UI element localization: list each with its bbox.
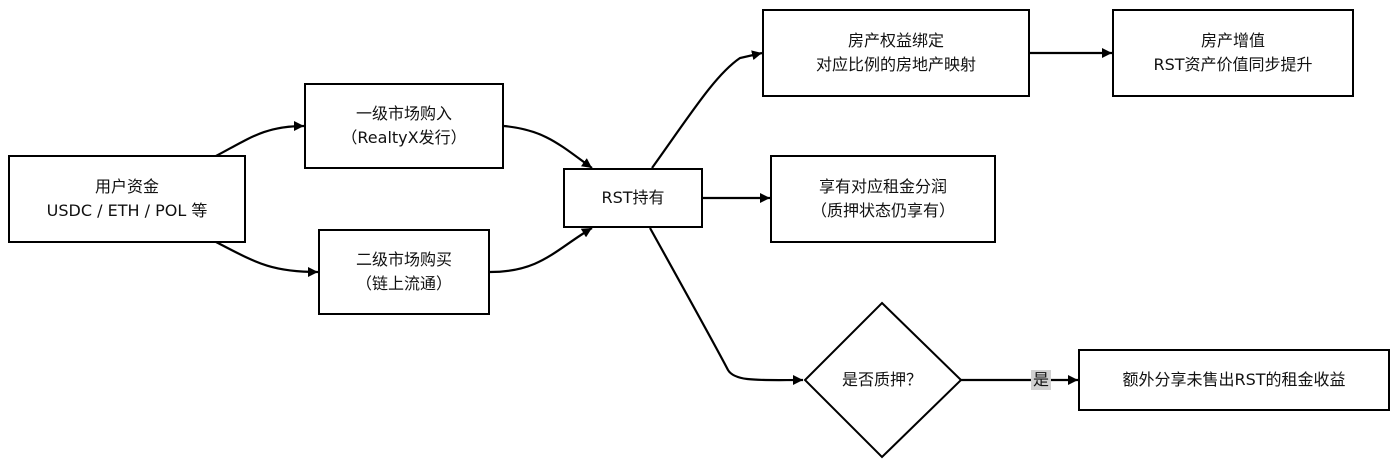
node-property-appreciation-subtitle: RST资产价值同步提升 — [1153, 55, 1313, 74]
node-secondary-market-subtitle: （链上流通） — [355, 274, 452, 293]
node-user-funds-subtitle: USDC / ETH / POL 等 — [46, 201, 208, 220]
edge-funds-to-primary — [215, 121, 305, 157]
edge-primary-to-rst — [503, 124, 593, 169]
node-extra-rent-title: 额外分享未售出RST的租金收益 — [1122, 370, 1346, 389]
edge-rst-to-decision — [649, 227, 804, 386]
edge-funds-to-secondary — [215, 241, 319, 277]
node-user-funds-title: 用户资金 — [94, 177, 159, 196]
node-rst-holding: RST持有 — [563, 168, 703, 228]
node-property-binding: 房产权益绑定 对应比例的房地产映射 — [762, 9, 1030, 97]
node-secondary-market-title: 二级市场购买 — [355, 250, 452, 269]
node-rent-share-subtitle: （质押状态仍享有） — [810, 201, 955, 220]
node-property-appreciation: 房产增值 RST资产价值同步提升 — [1112, 9, 1354, 97]
edge-secondary-to-rst — [489, 227, 593, 274]
node-staked-decision-label: 是否质押？ — [841, 370, 923, 389]
node-primary-market-subtitle: （RealtyX发行） — [341, 128, 467, 147]
node-user-funds: 用户资金 USDC / ETH / POL 等 — [8, 155, 246, 243]
node-extra-rent: 额外分享未售出RST的租金收益 — [1078, 349, 1390, 411]
decision-diamond — [803, 301, 963, 459]
node-rst-holding-title: RST持有 — [601, 188, 665, 207]
edge-rst-to-binding — [651, 50, 763, 169]
node-rent-share: 享有对应租金分润 （质押状态仍享有） — [770, 155, 996, 243]
node-rent-share-title: 享有对应租金分润 — [818, 177, 947, 196]
edge-yes-label: 是 — [1030, 370, 1052, 390]
node-property-binding-subtitle: 对应比例的房地产映射 — [815, 55, 976, 74]
node-property-binding-title: 房产权益绑定 — [847, 31, 944, 50]
node-secondary-market: 二级市场购买 （链上流通） — [318, 229, 490, 315]
node-primary-market-title: 一级市场购入 — [355, 104, 452, 123]
node-primary-market: 一级市场购入 （RealtyX发行） — [304, 83, 504, 169]
node-property-appreciation-title: 房产增值 — [1200, 31, 1265, 50]
